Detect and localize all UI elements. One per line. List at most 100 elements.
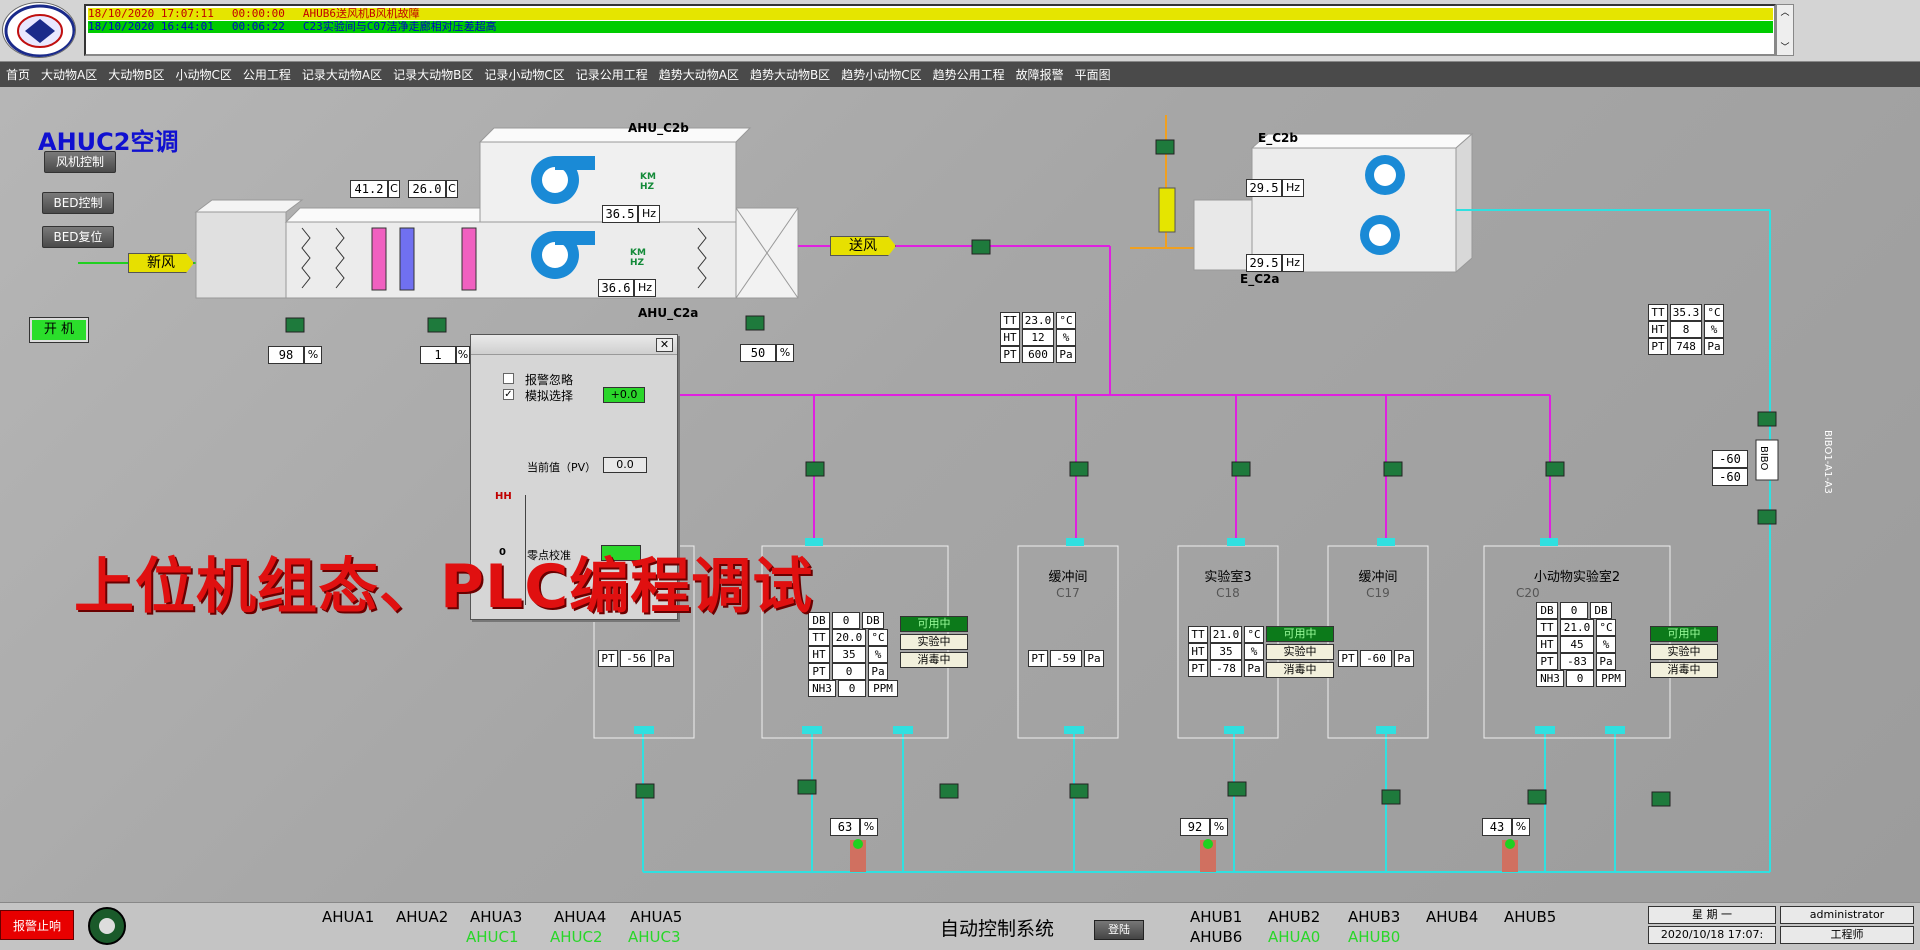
menu-item[interactable]: 记录大动物B区 <box>393 68 474 82</box>
sensor-value[interactable]: 0 <box>832 663 866 680</box>
sensor-value[interactable]: 600 <box>1022 346 1054 363</box>
valve-position[interactable]: 63 <box>830 818 860 836</box>
bed-reset-button[interactable]: BED复位 <box>42 226 114 248</box>
zero-cal-input[interactable] <box>601 545 641 561</box>
valve-position[interactable]: 92 <box>1180 818 1210 836</box>
scroll-up-icon[interactable]: ︿ <box>1780 8 1790 18</box>
valve-position[interactable]: 98 <box>268 346 304 364</box>
sensor-value[interactable]: 21.0 <box>1210 626 1242 643</box>
bed-control-button[interactable]: BED控制 <box>42 192 114 214</box>
close-icon[interactable]: ✕ <box>656 338 673 352</box>
ahu-link[interactable]: AHUA5 <box>630 908 683 926</box>
login-button[interactable]: 登陆 <box>1094 920 1144 940</box>
alarm-stop-button[interactable]: 报警止响 <box>0 910 74 940</box>
dialog-titlebar[interactable]: ✕ <box>471 335 677 355</box>
sensor-value[interactable]: 23.0 <box>1022 312 1054 329</box>
status-available[interactable]: 可用中 <box>1266 626 1334 642</box>
ahu-link[interactable]: AHUB0 <box>1348 928 1401 946</box>
exhaust-a-frequency[interactable]: 29.5 <box>1246 254 1282 272</box>
sensor-value[interactable]: 8 <box>1670 321 1702 338</box>
ahu-link[interactable]: AHUA3 <box>470 908 523 926</box>
ahu-link[interactable]: AHUA0 <box>1268 928 1321 946</box>
sensor-value[interactable]: -60 <box>1360 650 1392 667</box>
menu-item[interactable]: 小动物C区 <box>175 68 232 82</box>
menu-item[interactable]: 记录大动物A区 <box>301 68 383 82</box>
menu-item[interactable]: 趋势公用工程 <box>932 68 1005 82</box>
menu-item[interactable]: 趋势大动物B区 <box>749 68 831 82</box>
alarm-ignore-checkbox[interactable] <box>503 373 514 384</box>
menu-item[interactable]: 首页 <box>6 68 31 82</box>
fan-b-frequency[interactable]: 36.5 <box>602 205 638 223</box>
ahu-link[interactable]: AHUB5 <box>1504 908 1557 926</box>
sensor-value[interactable]: 0 <box>1560 602 1588 619</box>
menu-item[interactable]: 记录小动物C区 <box>484 68 565 82</box>
status-experiment[interactable]: 实验中 <box>1650 644 1718 660</box>
fan-control-button[interactable]: 风机控制 <box>44 151 116 173</box>
menu-item[interactable]: 平面图 <box>1074 68 1111 82</box>
sensor-value[interactable]: 0 <box>1566 670 1594 687</box>
alarm-scrollbar[interactable]: ︿ ﹀ <box>1776 4 1794 56</box>
temperature-value[interactable]: 41.2 <box>350 180 388 198</box>
sensor-value[interactable]: 35.3 <box>1670 304 1702 321</box>
status-disinfect[interactable]: 消毒中 <box>900 652 968 668</box>
fan-a-frequency[interactable]: 36.6 <box>598 279 634 297</box>
sim-select-checkbox[interactable]: ✓ <box>503 389 514 400</box>
valve-position[interactable]: 43 <box>1482 818 1512 836</box>
ahu-link[interactable]: AHUB1 <box>1190 908 1243 926</box>
ahu-link[interactable]: AHUB4 <box>1426 908 1479 926</box>
sensor-unit: °C <box>1596 619 1616 636</box>
sensor-unit: Pa <box>1394 650 1414 667</box>
fan-status-icon[interactable] <box>86 906 128 946</box>
ahu-link[interactable]: AHUB3 <box>1348 908 1401 926</box>
bibo-pressure[interactable]: -60 <box>1712 468 1748 486</box>
sim-value-input[interactable]: +0.0 <box>603 387 645 403</box>
menu-item[interactable]: 趋势大动物A区 <box>658 68 739 82</box>
sensor-value[interactable]: -59 <box>1050 650 1082 667</box>
sensor-value[interactable]: 21.0 <box>1560 619 1594 636</box>
menu-item[interactable]: 记录公用工程 <box>575 68 648 82</box>
sensor-key: PT <box>808 663 830 680</box>
sensor-value[interactable]: -78 <box>1210 660 1242 677</box>
status-experiment[interactable]: 实验中 <box>1266 644 1334 660</box>
menu-item[interactable]: 公用工程 <box>242 68 291 82</box>
ahu-link[interactable]: AHUA1 <box>322 908 375 926</box>
bibo-pressure[interactable]: -60 <box>1712 450 1748 468</box>
ahu-link[interactable]: AHUA4 <box>554 908 607 926</box>
sensor-value[interactable]: 45 <box>1560 636 1594 653</box>
menu-item[interactable]: 大动物A区 <box>41 68 98 82</box>
ahu-link[interactable]: AHUA2 <box>396 908 449 926</box>
sensor-value[interactable]: 35 <box>832 646 866 663</box>
scroll-down-icon[interactable]: ﹀ <box>1780 43 1790 53</box>
status-disinfect[interactable]: 消毒中 <box>1650 662 1718 678</box>
status-available[interactable]: 可用中 <box>1650 626 1718 642</box>
menu-item[interactable]: 大动物B区 <box>108 68 165 82</box>
ahu-link[interactable]: AHUC3 <box>628 928 681 946</box>
sensor-value[interactable]: 35 <box>1210 643 1242 660</box>
status-available[interactable]: 可用中 <box>900 616 968 632</box>
sensor-value[interactable]: 748 <box>1670 338 1702 355</box>
sensor-value[interactable]: 12 <box>1022 329 1054 346</box>
sensor-value[interactable]: 0 <box>832 612 860 629</box>
temperature-value[interactable]: 26.0 <box>408 180 446 198</box>
sensor-value[interactable]: 0 <box>838 680 866 697</box>
start-button[interactable]: 开 机 <box>29 317 89 343</box>
valve-position[interactable]: 1 <box>420 346 456 364</box>
tag-settings-dialog[interactable]: ✕ 报警忽略 ✓ 模拟选择 +0.0 当前值（PV） 0.0 HH 0 LL 零… <box>470 334 678 620</box>
ahu-link[interactable]: AHUC1 <box>466 928 519 946</box>
valve-position[interactable]: 50 <box>740 344 776 362</box>
ahu-link[interactable]: AHUB6 <box>1190 928 1243 946</box>
sensor-value[interactable]: -56 <box>620 650 652 667</box>
ahu-link[interactable]: AHUC2 <box>550 928 603 946</box>
sensor-value[interactable]: 20.0 <box>832 629 866 646</box>
exhaust-b-frequency[interactable]: 29.5 <box>1246 179 1282 197</box>
menu-item[interactable]: 趋势小动物C区 <box>841 68 922 82</box>
ahu-link[interactable]: AHUB2 <box>1268 908 1321 926</box>
menu-item[interactable]: 故障报警 <box>1015 68 1064 82</box>
status-disinfect[interactable]: 消毒中 <box>1266 662 1334 678</box>
sensor-value[interactable]: -83 <box>1560 653 1594 670</box>
status-experiment[interactable]: 实验中 <box>900 634 968 650</box>
